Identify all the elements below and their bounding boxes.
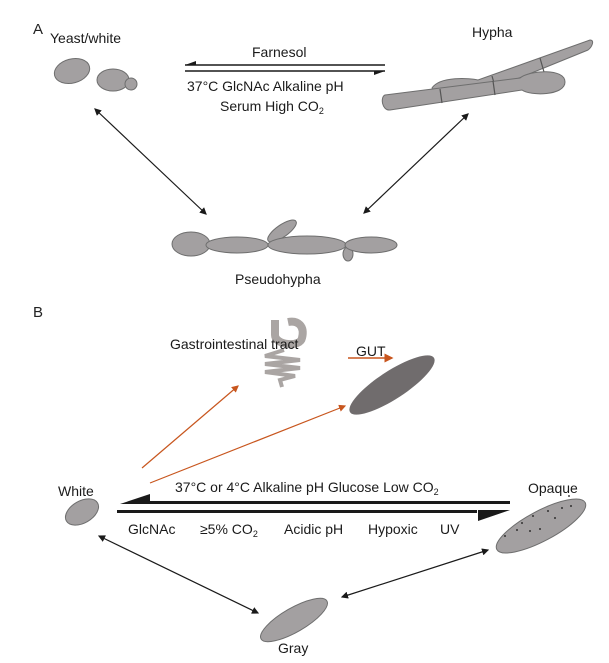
- opaque-inducing-condition-1: GlcNAc: [128, 521, 176, 537]
- pseudohypha-cells: [171, 219, 398, 262]
- opaque-gray-arrow: [340, 548, 490, 599]
- hypha-cells: [381, 39, 594, 111]
- conditions-text: 37°C or 4°C Alkaline pH Glucose Low CO: [175, 479, 434, 495]
- opaque-inducing-condition-2: ≥5% CO2: [200, 521, 258, 539]
- white-opaque-switch-arrows: [117, 494, 510, 521]
- hypha-inducing-conditions-line1: 37°C GlcNAc Alkaline pH: [187, 78, 344, 94]
- farnesol-condition: Farnesol: [252, 44, 307, 60]
- subscript: 2: [433, 487, 439, 497]
- subscript: 2: [318, 106, 324, 116]
- opaque-label: Opaque: [528, 480, 578, 496]
- pseudohypha-label: Pseudohypha: [235, 271, 321, 287]
- hypha-label: Hypha: [472, 24, 513, 40]
- white-inducing-conditions: 37°C or 4°C Alkaline pH Glucose Low CO2: [175, 479, 439, 497]
- yeast-pseudohypha-arrow: [94, 108, 207, 215]
- white-cell: [64, 498, 100, 526]
- opaque-inducing-condition-3: Acidic pH: [284, 521, 344, 537]
- hypha-pseudohypha-arrow: [363, 113, 469, 214]
- gut-transition-arrows: [141, 353, 394, 484]
- white-gray-arrow: [97, 535, 260, 614]
- opaque-inducing-condition-4: Hypoxic: [368, 521, 418, 537]
- yeast-white-label: Yeast/white: [50, 30, 122, 46]
- panel-b-label: B: [33, 304, 44, 321]
- yeast-cells: [53, 58, 138, 92]
- gray-label: Gray: [278, 640, 309, 656]
- subscript: 2: [252, 529, 258, 539]
- hypha-inducing-conditions-line2: Serum High CO2: [220, 98, 324, 116]
- opaque-cell: [495, 495, 587, 554]
- serum-high-co2-text: Serum High CO: [220, 98, 319, 114]
- condition-text: ≥5% CO: [200, 521, 253, 537]
- gut-cell: [349, 355, 435, 415]
- panel-a-label: A: [33, 21, 44, 38]
- gastrointestinal-tract-icon: [264, 317, 307, 388]
- gut-label: GUT: [356, 343, 386, 359]
- gray-cell: [260, 597, 328, 643]
- yeast-hypha-transition-arrows: [185, 61, 385, 75]
- white-label: White: [58, 483, 94, 499]
- gastrointestinal-tract-label: Gastrointestinal tract: [170, 336, 299, 352]
- opaque-inducing-condition-5: UV: [440, 521, 460, 537]
